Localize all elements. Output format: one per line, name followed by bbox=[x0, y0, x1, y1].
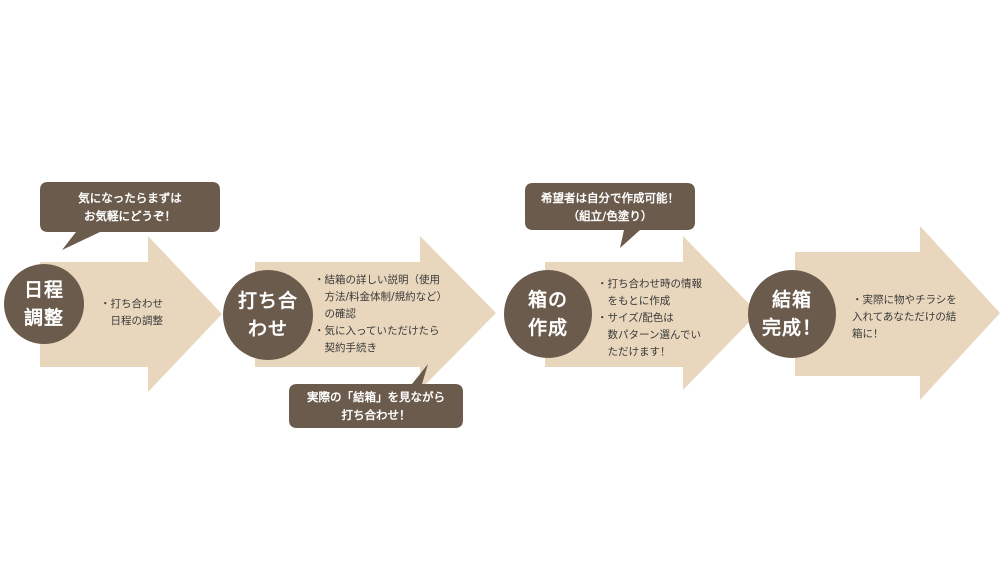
arrow-step-2 bbox=[255, 236, 496, 390]
speech-bubble-2-text: 実際の「結箱」を見ながら 打ち合わせ！ bbox=[307, 390, 445, 422]
arrow-step-4 bbox=[795, 226, 1000, 400]
step-2-title: 打ち合 わせ bbox=[237, 289, 298, 341]
step-4-title: 結箱 完成！ bbox=[761, 288, 822, 340]
step-2-description: ・結箱の詳しい説明（使用 方法/料金体制/規約など） の確認 ・気に入っていただ… bbox=[314, 274, 448, 354]
step-4-circle: 結箱 完成！ bbox=[748, 270, 836, 358]
step-3-title: 箱の 作成 bbox=[527, 288, 568, 340]
step-4-description: ・実際に物やチラシを 入れてあなただけの結 箱に！ bbox=[852, 294, 957, 340]
speech-bubble-1-text: 気になったらまずは お気軽にどうぞ！ bbox=[78, 191, 182, 223]
speech-bubble-1 bbox=[40, 182, 220, 250]
arrow-step-3 bbox=[545, 236, 758, 390]
arrow-step-1 bbox=[40, 236, 222, 392]
step-3-description: ・打ち合わせ時の情報 をもとに作成 ・サイズ/配色は 数パターン選んでい ただけ… bbox=[597, 278, 702, 358]
step-1-title: 日程 調整 bbox=[23, 278, 64, 330]
speech-bubble-3-text: 希望者は自分で作成可能！ （組立/色塗り） bbox=[541, 190, 679, 223]
step-3-circle: 箱の 作成 bbox=[504, 270, 592, 358]
speech-bubble-3 bbox=[525, 183, 695, 248]
speech-bubble-2 bbox=[289, 364, 463, 428]
step-1-circle: 日程 調整 bbox=[4, 264, 84, 344]
step-2-circle: 打ち合 わせ bbox=[223, 270, 313, 360]
step-1-description: ・打ち合わせ 日程の調整 bbox=[100, 298, 163, 327]
